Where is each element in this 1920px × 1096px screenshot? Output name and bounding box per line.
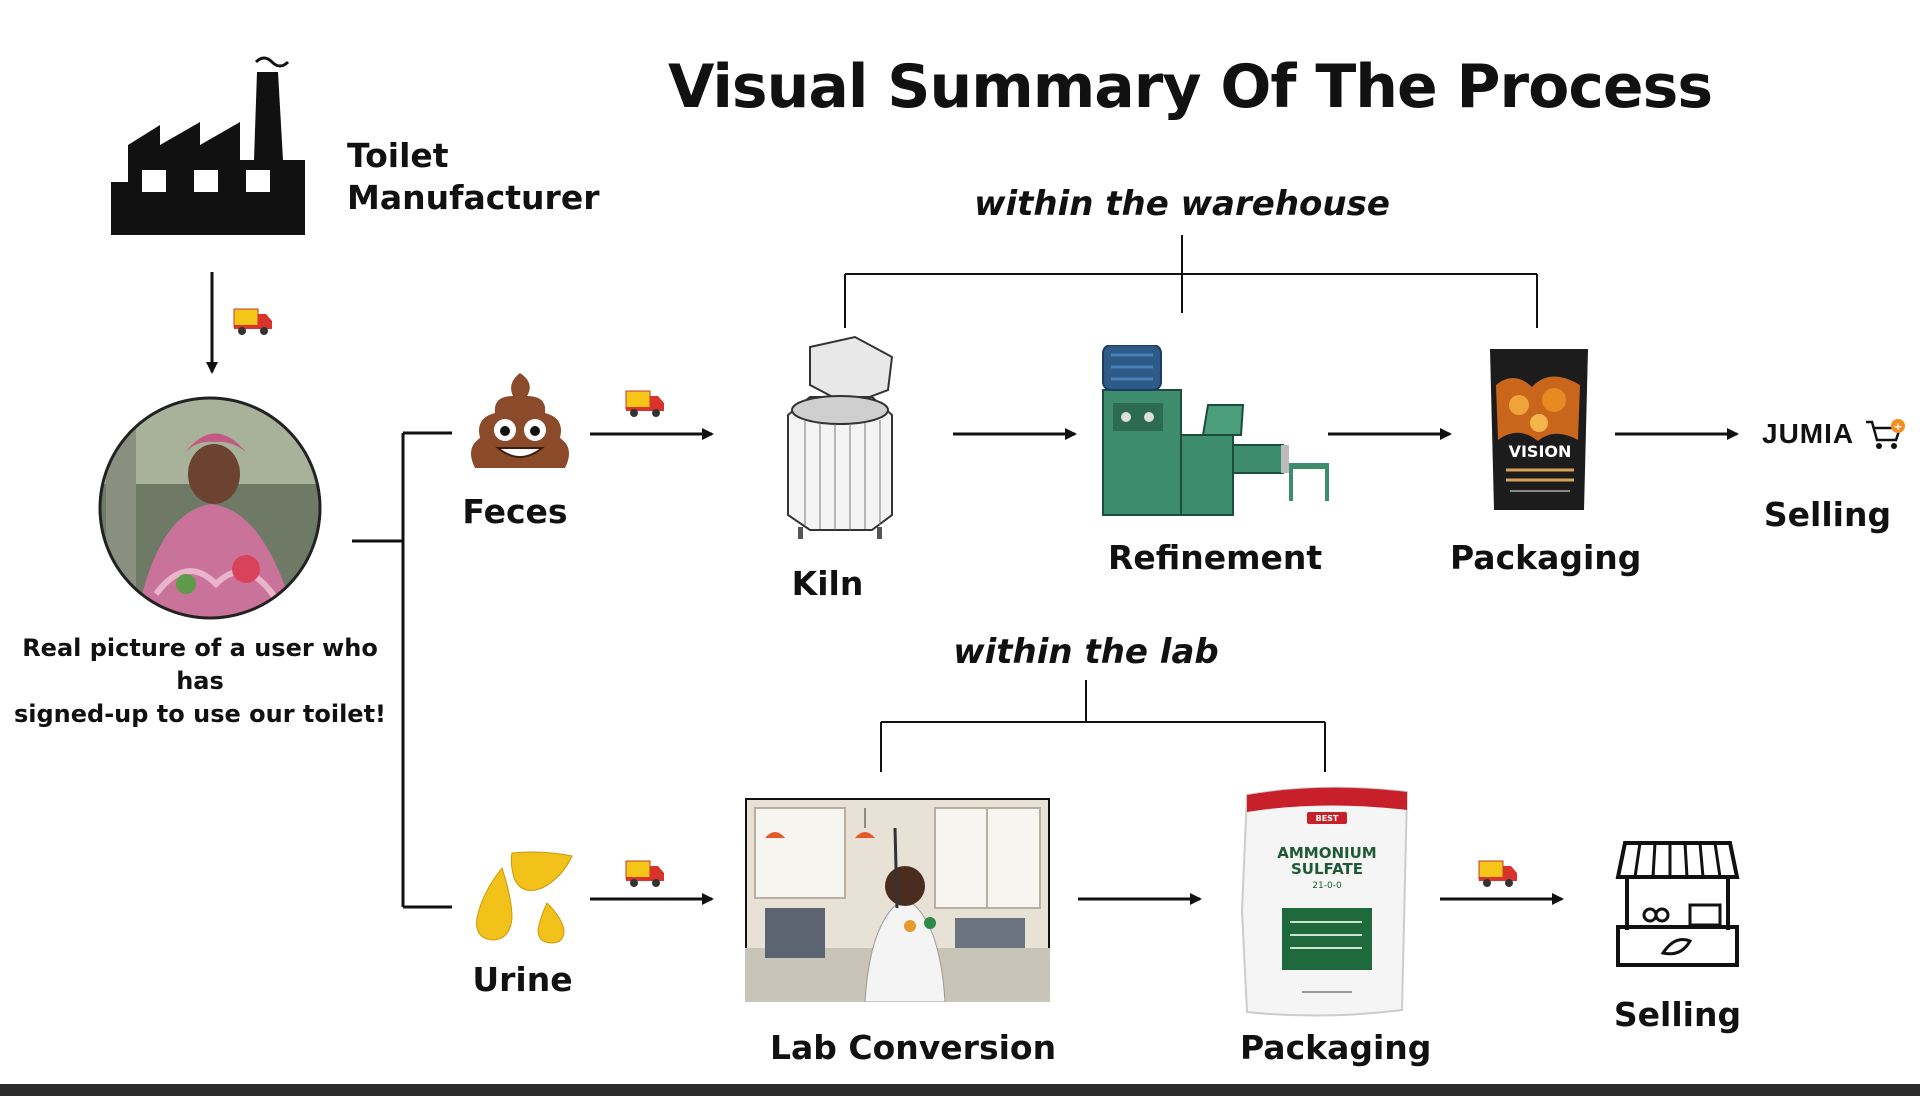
- fertilizer-bag-badge: BEST: [1316, 814, 1339, 823]
- manufacturer-label: Toilet Manufacturer: [347, 135, 599, 219]
- truck-icon: [233, 308, 272, 335]
- truck-icon: [625, 860, 664, 887]
- truck-icon: [625, 390, 664, 417]
- manufacturer-label-line2: Manufacturer: [347, 178, 600, 217]
- charcoal-bag-brand: VISION: [1509, 442, 1572, 461]
- user-photo: [98, 396, 322, 620]
- charcoal-bag-icon: VISION: [1490, 349, 1588, 510]
- user-caption-line1: Real picture of a user who has: [22, 634, 378, 695]
- group-label-warehouse: within the warehouse: [974, 184, 1390, 224]
- factory-icon: [111, 56, 305, 235]
- fertilizer-bag-icon: BEST AMMONIUM SULFATE 21-0-0: [1240, 786, 1409, 1017]
- fertilizer-bag-line1: AMMONIUM: [1277, 844, 1376, 862]
- selling-label-urine: Selling: [1613, 995, 1742, 1034]
- droplets-icon: [476, 851, 573, 944]
- jumia-logo: JUMIA: [1762, 418, 1855, 449]
- lab-conversion-label: Lab Conversion: [770, 1028, 1057, 1067]
- user-caption-line2: signed-up to use our toilet!: [13, 700, 386, 728]
- cart-icon: +: [1866, 419, 1905, 449]
- kiln-icon: [787, 335, 894, 539]
- packaging-label-feces: Packaging: [1450, 538, 1642, 577]
- group-label-lab: within the lab: [953, 632, 1219, 672]
- page-title: Visual Summary Of The Process: [667, 52, 1713, 122]
- feces-label: Feces: [462, 492, 568, 531]
- market-stall-icon: [1615, 841, 1740, 967]
- bottom-bar: [0, 1084, 1920, 1096]
- truck-icon: [1478, 860, 1517, 887]
- poop-icon: [471, 373, 569, 468]
- svg-text:+: +: [1893, 420, 1902, 433]
- refinement-label: Refinement: [1108, 538, 1323, 577]
- user-caption: Real picture of a user who has signed-up…: [10, 632, 390, 731]
- manufacturer-label-line1: Toilet: [347, 136, 449, 175]
- lab-photo: [745, 798, 1050, 1002]
- fertilizer-bag-line3: 21-0-0: [1312, 881, 1342, 891]
- fertilizer-bag-line2: SULFATE: [1291, 860, 1363, 878]
- packaging-label-urine: Packaging: [1240, 1028, 1432, 1067]
- urine-label: Urine: [472, 960, 573, 999]
- machine-icon: [1102, 345, 1329, 516]
- kiln-label: Kiln: [791, 564, 864, 603]
- selling-label-feces: Selling: [1763, 495, 1892, 534]
